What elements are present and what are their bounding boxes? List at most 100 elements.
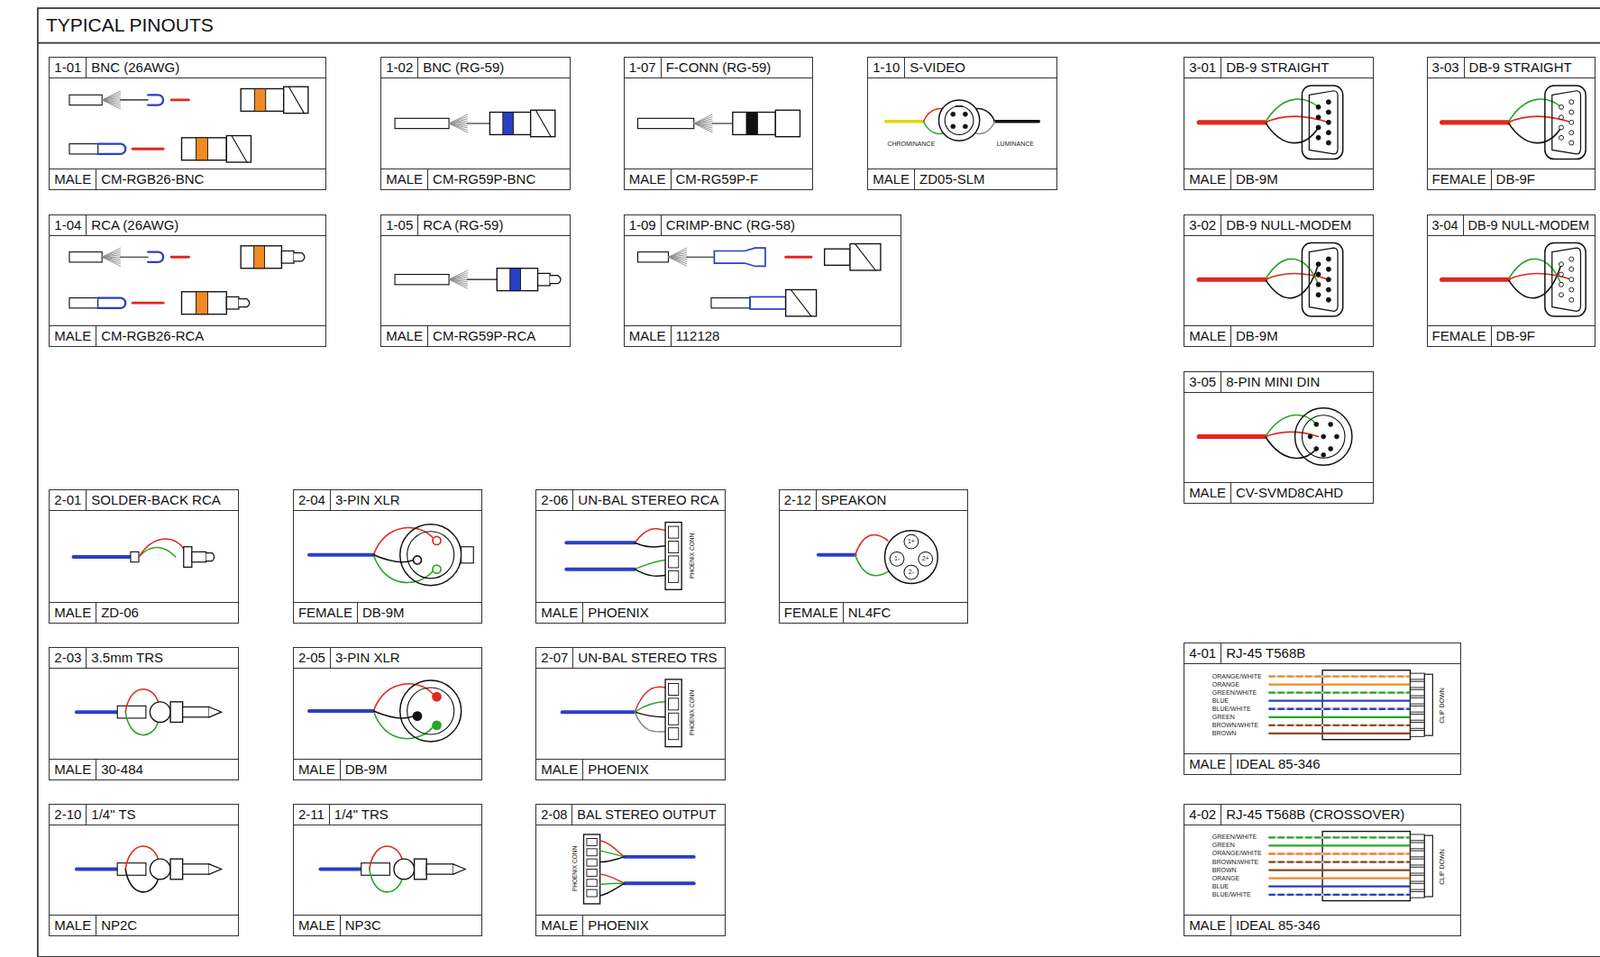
wire — [1269, 894, 1410, 896]
wire — [120, 99, 149, 101]
pin — [1569, 109, 1574, 115]
terminal — [586, 859, 597, 867]
wire — [466, 279, 497, 281]
wire — [132, 147, 164, 151]
pin — [1558, 262, 1564, 267]
panel-header: 2-043-PIN XLR — [293, 490, 483, 512]
pin — [1325, 130, 1331, 136]
wire-color-label: ORANGE/WHITE — [1212, 673, 1262, 681]
gender: FEMALE — [779, 603, 844, 623]
wire — [600, 850, 625, 858]
pin-label: LUMINANCE — [996, 140, 1034, 148]
panel-footer: MALECV-SVMD8CAHD — [1184, 482, 1373, 503]
panel-footer: MALE30-484 — [49, 758, 238, 780]
rj45-contact — [1409, 705, 1425, 713]
wire-color-label: BLUE/WHITE — [1212, 891, 1252, 899]
cable-jacket — [69, 94, 102, 105]
wire-color-label: ORANGE/WHITE — [1212, 850, 1262, 859]
cable-jacket — [711, 298, 750, 309]
xlr-shell — [400, 524, 462, 586]
wire — [634, 529, 666, 544]
panel-number: 3-05 — [1184, 372, 1222, 393]
pinout-panel: 2-111/4" TRSMALENP3C — [292, 804, 484, 937]
panel-footer: MALECM-RG59P-RCA — [381, 325, 570, 347]
pin-label: CHROMINANCE — [886, 140, 935, 148]
panel-number: 2-08 — [536, 804, 573, 825]
panel-footer: FEMALENL4FC — [779, 602, 969, 623]
shield-braid — [101, 250, 120, 257]
din-face — [1301, 415, 1345, 459]
cable-jacket — [394, 118, 449, 128]
part-number: DB-9M — [1231, 326, 1283, 347]
panel-header: 2-01SOLDER-BACK RCA — [49, 490, 238, 512]
panel-title: BNC (26AWG) — [86, 57, 184, 78]
cable-jacket — [69, 252, 102, 263]
shield-braid — [694, 114, 713, 124]
rj45-contact — [1409, 859, 1425, 866]
part-number: NP3C — [340, 915, 386, 936]
cable — [566, 540, 635, 545]
terminal — [667, 556, 678, 568]
panel-footer: MALE112128 — [624, 325, 901, 347]
panel-footer: FEMALEDB-9M — [293, 602, 483, 623]
panel-title: S-VIDEO — [905, 57, 970, 78]
wire — [1269, 675, 1410, 677]
panel-footer: MALECM-RG59P-BNC — [381, 168, 570, 190]
pin — [1558, 125, 1564, 130]
shield-braid — [667, 250, 686, 257]
pin — [950, 124, 956, 129]
pin — [1558, 292, 1564, 298]
panel-header: 3-01DB-9 STRAIGHT — [1184, 57, 1373, 79]
cable — [562, 710, 635, 714]
wire — [1269, 692, 1410, 695]
gender: MALE — [536, 603, 584, 623]
rj45-contact — [1409, 867, 1425, 874]
wire — [886, 119, 924, 123]
cable — [320, 867, 361, 871]
wire — [600, 857, 625, 863]
gender: MALE — [49, 326, 97, 347]
panel-title: SPEAKON — [816, 490, 892, 511]
connector-body — [181, 292, 227, 315]
wire-color-label: BROWN/WHITE — [1212, 722, 1259, 730]
pin — [412, 712, 421, 721]
cable — [76, 867, 118, 871]
pinout-panel: 2-043-PIN XLR FEMALEDB-9M — [292, 489, 484, 623]
pin — [432, 565, 441, 574]
plug-sleeve — [361, 863, 391, 877]
wire-color-label: ORANGE — [1212, 681, 1240, 689]
shield-braid — [694, 117, 713, 124]
shield-braid — [667, 256, 686, 266]
wire — [1269, 886, 1410, 888]
pin — [1316, 104, 1321, 110]
gender: MALE — [49, 759, 97, 780]
pin — [432, 721, 441, 730]
gender: MALE — [1184, 326, 1232, 347]
wire — [1269, 683, 1410, 686]
connector-tip — [238, 299, 250, 308]
connector-body — [489, 112, 531, 136]
vertical-label: PHOENIX CONN — [688, 690, 695, 736]
pin — [950, 111, 956, 117]
part-number: IDEAL 85-346 — [1231, 754, 1326, 775]
connector-nut — [231, 136, 247, 163]
pinout-panel: 2-101/4" TSMALENP2C — [48, 804, 239, 937]
panel-header: 1-07F-CONN (RG-59) — [624, 57, 814, 79]
wire — [634, 702, 666, 713]
pin — [1314, 421, 1319, 427]
part-number: CM-RG59P-BNC — [428, 169, 540, 190]
wire — [855, 555, 889, 576]
wire — [1269, 836, 1410, 839]
wire — [1269, 844, 1410, 847]
wire — [634, 712, 666, 732]
pinout-panel: 1-04RCA (26AWG)MALECM-RGB26-RCA — [48, 214, 327, 348]
connector-nut — [288, 86, 304, 113]
wire — [132, 301, 164, 305]
gender: MALE — [624, 326, 672, 347]
gender: FEMALE — [1427, 326, 1492, 347]
pin — [1569, 287, 1574, 293]
center-pin — [98, 298, 127, 309]
rj45-contact — [1409, 713, 1425, 721]
panel-title: 3-PIN XLR — [330, 648, 405, 668]
shield-braid — [448, 270, 467, 280]
